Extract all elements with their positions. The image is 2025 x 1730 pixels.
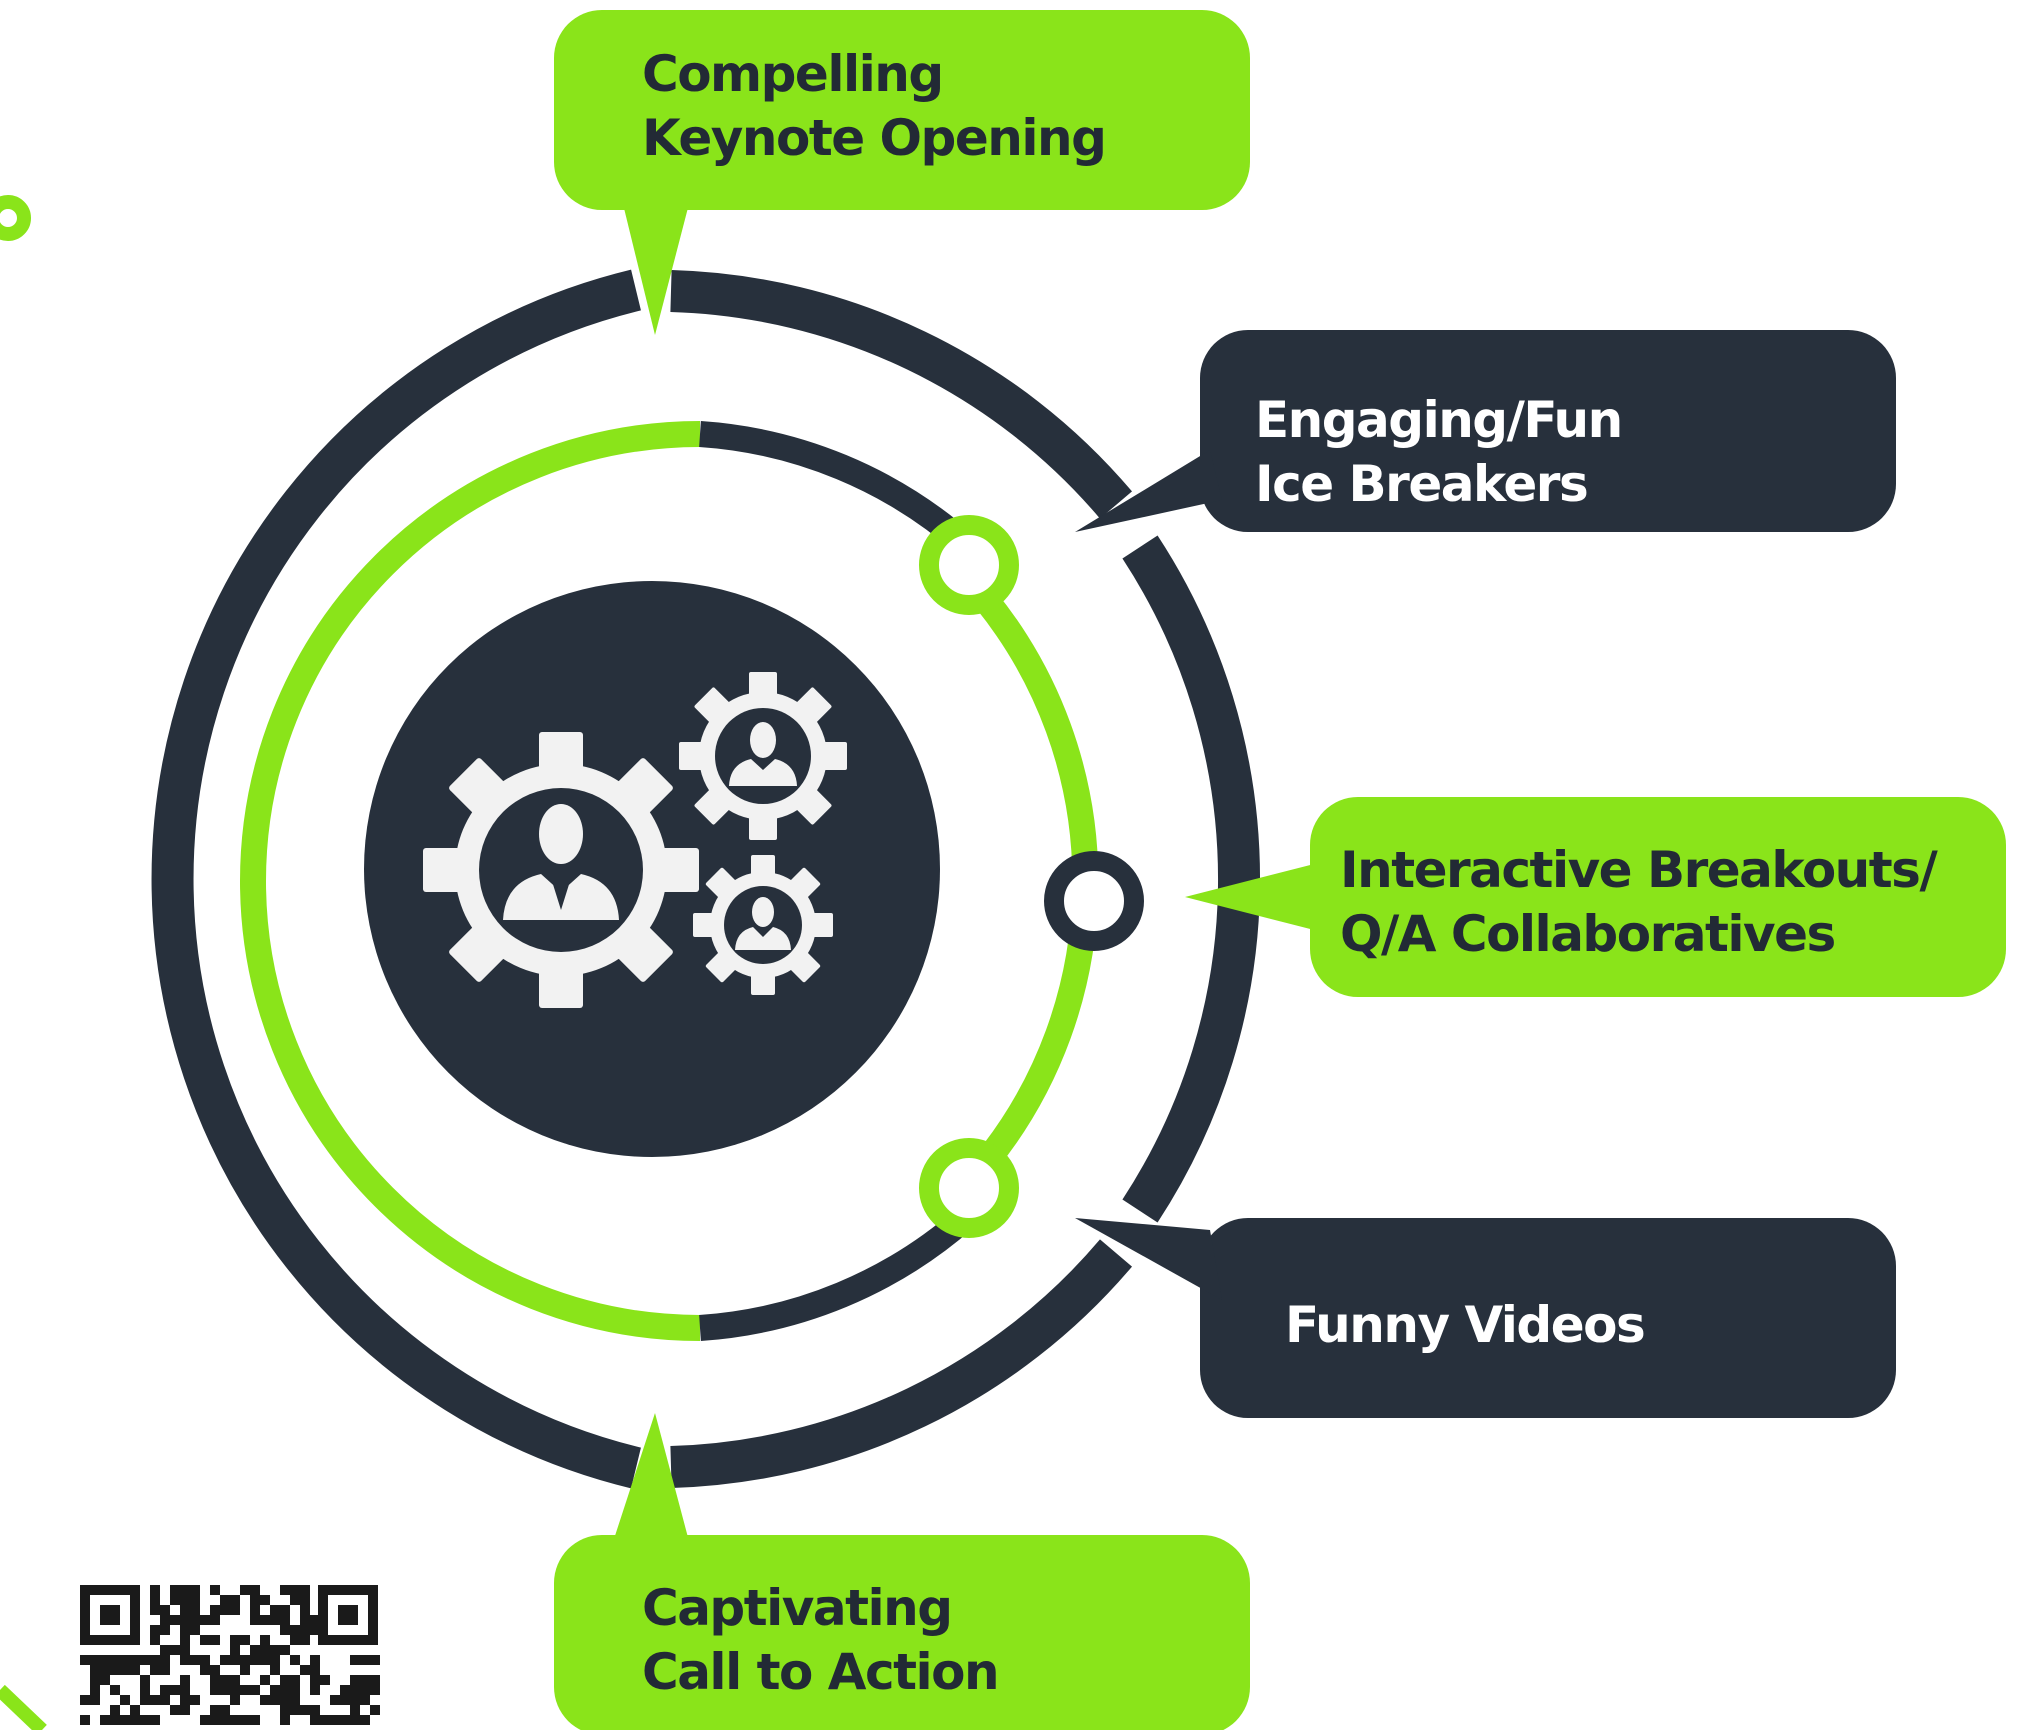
callout-icebreakers-line2: Ice Breakers	[1255, 455, 1589, 513]
outer-ring	[151, 269, 1260, 1489]
callout-icebreakers-line1: Engaging/Fun	[1255, 391, 1623, 449]
callout-keynote-line1: Compelling	[642, 45, 944, 103]
callout-icebreakers-text: Engaging/Fun Ice Breakers	[1255, 388, 1623, 516]
callout-cta-line2: Call to Action	[642, 1643, 1000, 1701]
decorative-ring-icon	[0, 195, 31, 241]
decorative-corner-stroke	[0, 1684, 47, 1730]
qr-code-icon	[80, 1585, 380, 1730]
ring-node-middle	[1044, 851, 1144, 951]
callout-keynote-text: Compelling Keynote Opening	[642, 42, 1107, 170]
team-gears-icon	[423, 672, 847, 1008]
callout-videos-bubble	[1075, 1218, 1896, 1418]
callout-keynote-bubble	[554, 10, 1250, 335]
callout-cta-bubble	[554, 1413, 1250, 1730]
callout-videos-line1: Funny Videos	[1285, 1296, 1646, 1354]
callout-breakouts-text: Interactive Breakouts/ Q/A Collaborative…	[1340, 838, 1938, 966]
callout-breakouts-line2: Q/A Collaboratives	[1340, 905, 1836, 963]
callout-icebreakers-bubble	[1075, 330, 1896, 532]
callout-keynote-line2: Keynote Opening	[642, 109, 1107, 167]
ring-node-lower	[919, 1138, 1019, 1238]
ring-node-upper	[919, 515, 1019, 615]
callout-videos-text: Funny Videos	[1285, 1293, 1646, 1357]
callout-breakouts-bubble	[1185, 797, 2006, 997]
callout-cta-text: Captivating Call to Action	[642, 1576, 1000, 1704]
callout-cta-line1: Captivating	[642, 1579, 953, 1637]
callout-breakouts-line1: Interactive Breakouts/	[1340, 841, 1938, 899]
